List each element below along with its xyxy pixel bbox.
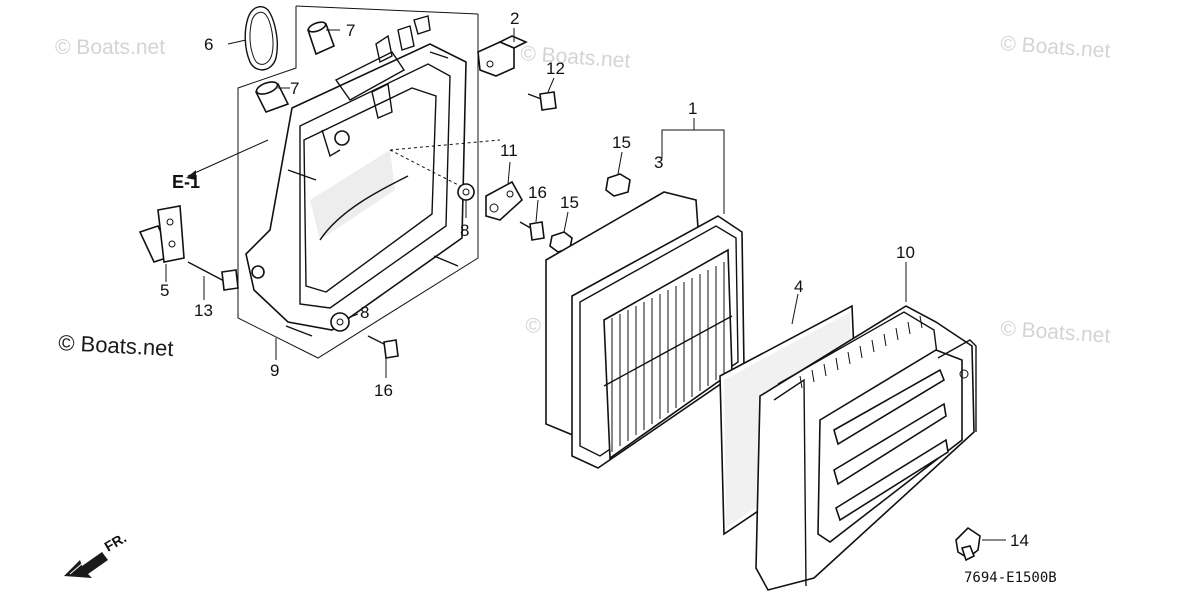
callout-5: 5 bbox=[160, 281, 169, 300]
cover-vent-slots bbox=[799, 315, 923, 389]
mounting-bracket-part bbox=[477, 35, 528, 77]
callout-e1-reference: E-1 bbox=[172, 172, 200, 192]
callout-16-upper: 16 bbox=[528, 183, 547, 202]
grommet-upper-part bbox=[457, 183, 475, 201]
callout-1: 1 bbox=[688, 99, 697, 118]
callout-4: 4 bbox=[794, 277, 803, 296]
air-cleaner-cover-part bbox=[755, 305, 977, 591]
long-bolt-part bbox=[187, 261, 239, 291]
cover-louvers bbox=[833, 368, 949, 522]
callout-15-lower: 15 bbox=[560, 193, 579, 212]
callout-3: 3 bbox=[654, 153, 663, 172]
callout-11: 11 bbox=[500, 141, 518, 160]
callout-16-lower: 16 bbox=[374, 381, 393, 400]
callout-labels: 1 2 3 4 5 6 7 7 8 8 9 10 11 12 13 14 15 … bbox=[160, 9, 1029, 550]
watermark-right: © Boats.net bbox=[1000, 317, 1112, 348]
wing-nut-part bbox=[955, 526, 981, 562]
callout-7-upper: 7 bbox=[346, 21, 355, 40]
grommet-lower-part bbox=[330, 312, 350, 332]
collar-upper-part bbox=[306, 21, 336, 56]
flange-bolt-upper-part bbox=[519, 221, 545, 241]
leader-lines bbox=[165, 28, 1006, 541]
watermark-top-right: © Boats.net bbox=[1000, 32, 1112, 63]
callout-7-lower: 7 bbox=[290, 79, 299, 98]
watermark-top-center: © Boats.net bbox=[520, 42, 632, 73]
flange-bolt-lower-part bbox=[367, 335, 399, 359]
bracket-bolt-part bbox=[527, 91, 557, 111]
pipe-bracket-part bbox=[138, 205, 185, 263]
mounting-plate-part bbox=[485, 180, 524, 221]
callout-9: 9 bbox=[270, 361, 279, 380]
watermark-top-left: © Boats.net bbox=[55, 36, 165, 59]
callout-6: 6 bbox=[204, 35, 213, 54]
callout-10: 10 bbox=[896, 243, 915, 262]
filter-pleats bbox=[603, 262, 733, 452]
callout-14: 14 bbox=[1010, 531, 1029, 550]
air-cleaner-case-part bbox=[245, 15, 467, 337]
air-filter-element-part bbox=[545, 191, 745, 469]
callout-12: 12 bbox=[546, 59, 565, 78]
diagram-code: 7694-E1500B bbox=[964, 570, 1057, 586]
callout-8-upper: 8 bbox=[460, 221, 469, 240]
collar-lower-part bbox=[254, 81, 290, 113]
callout-13: 13 bbox=[194, 301, 213, 320]
watermark-left: © Boats.net bbox=[58, 330, 174, 361]
callout-15-upper: 15 bbox=[612, 133, 631, 152]
callout-8-lower: 8 bbox=[360, 303, 369, 322]
front-marker-label: FR. bbox=[102, 529, 130, 554]
gasket-ring-part bbox=[244, 6, 278, 71]
stud-bolts bbox=[285, 51, 459, 337]
case-assembly-frame-lines bbox=[237, 5, 479, 359]
flange-nut-upper-part bbox=[605, 173, 631, 197]
callout-2: 2 bbox=[510, 9, 519, 28]
front-direction-marker: FR. bbox=[64, 529, 129, 578]
